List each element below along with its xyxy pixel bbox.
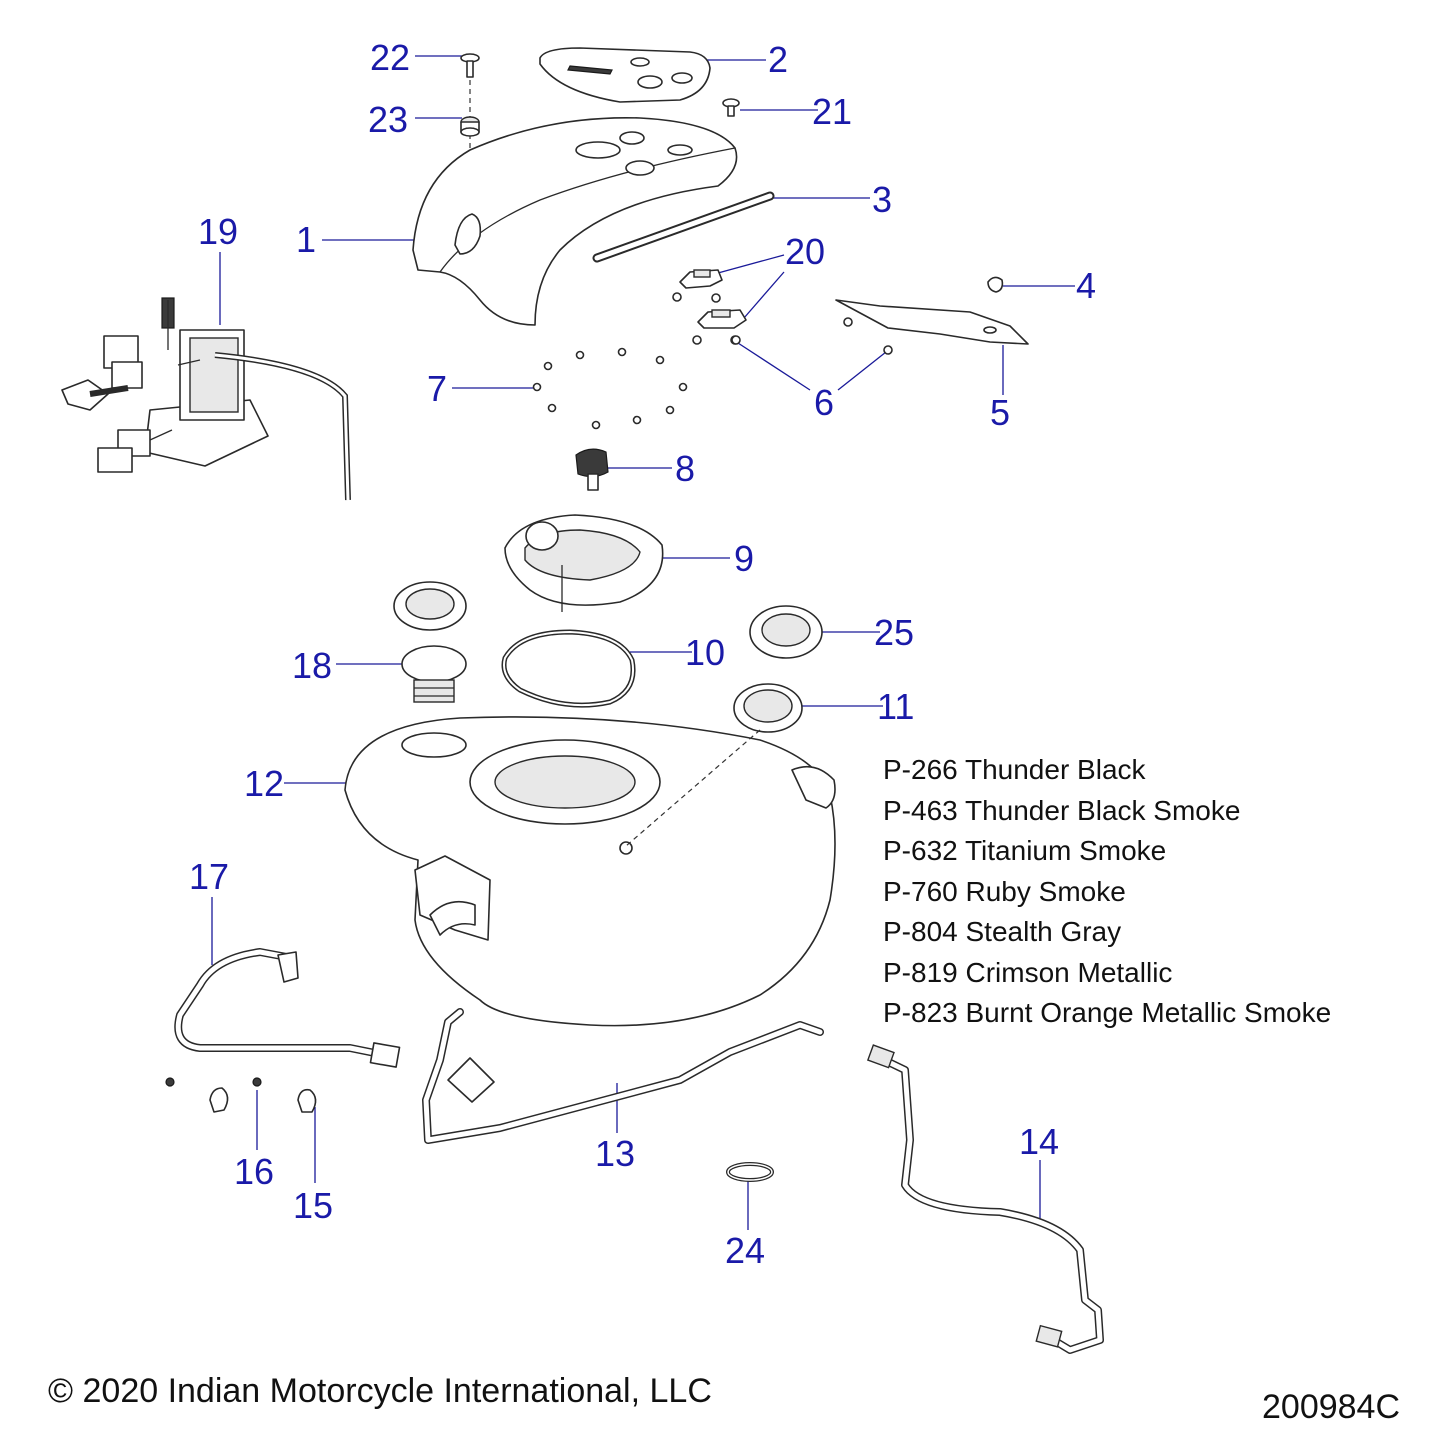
callout-25: 25 — [874, 612, 914, 653]
callout-20: 20 — [785, 231, 825, 272]
callout-13: 13 — [595, 1133, 635, 1174]
paint-code-item: P-823 Burnt Orange Metallic Smoke — [883, 997, 1332, 1028]
callout-6: 6 — [814, 382, 834, 423]
nut-ring-7 — [532, 347, 688, 430]
leader-lines — [211, 55, 1075, 1230]
screw-22 — [460, 53, 480, 78]
fuel-valve-8 — [575, 448, 609, 491]
callout-24: 24 — [725, 1230, 765, 1271]
callout-18: 18 — [292, 645, 332, 686]
callout-12: 12 — [244, 763, 284, 804]
callout-5: 5 — [990, 392, 1010, 433]
copyright-notice: © 2020 Indian Motorcycle International, … — [48, 1372, 712, 1410]
gasket-10 — [501, 629, 636, 708]
screws-6 — [731, 335, 893, 355]
clip-4 — [987, 276, 1004, 293]
grommet-23 — [460, 116, 480, 137]
callout-15: 15 — [293, 1185, 333, 1226]
callout-2: 2 — [768, 39, 788, 80]
pump-flange-9 — [504, 514, 664, 612]
trim-strip-3 — [592, 191, 775, 263]
callout-labels: 1 2 3 4 5 6 7 8 9 10 11 12 13 14 15 16 1… — [189, 37, 1096, 1271]
drawing-number: 200984C — [1262, 1388, 1401, 1426]
tank-console-1 — [412, 116, 738, 326]
callout-9: 9 — [734, 538, 754, 579]
callout-16: 16 — [234, 1151, 274, 1192]
callout-23: 23 — [368, 99, 408, 140]
callout-22: 22 — [370, 37, 410, 78]
callout-14: 14 — [1019, 1121, 1059, 1162]
fuel-cap-18 — [401, 645, 467, 703]
callout-17: 17 — [189, 856, 229, 897]
hose-17 — [174, 948, 401, 1068]
clamps-15 — [209, 1087, 317, 1113]
paint-code-item: P-463 Thunder Black Smoke — [883, 795, 1241, 826]
cap-cover-11 — [733, 683, 803, 733]
callout-1: 1 — [296, 219, 316, 260]
paint-code-item: P-632 Titanium Smoke — [883, 835, 1167, 866]
callout-11: 11 — [877, 686, 914, 727]
bracket-plate-5 — [835, 299, 1029, 345]
callout-8: 8 — [675, 448, 695, 489]
paint-code-item: P-804 Stealth Gray — [883, 916, 1122, 947]
callout-7: 7 — [427, 368, 447, 409]
callout-21: 21 — [812, 91, 852, 132]
clamp-24 — [726, 1162, 774, 1182]
callout-3: 3 — [872, 179, 892, 220]
paint-code-item: P-819 Crimson Metallic — [883, 957, 1173, 988]
callout-4: 4 — [1076, 265, 1096, 306]
fuel-pump-19 — [61, 297, 351, 501]
bracket-20 — [672, 269, 747, 345]
vent-tube-13 — [422, 1008, 824, 1144]
console-badge-2 — [539, 47, 711, 103]
hose-14 — [866, 1044, 1104, 1354]
paint-code-item: P-266 Thunder Black — [883, 754, 1146, 785]
fuel-tank-12 — [344, 716, 836, 1027]
callout-10: 10 — [685, 632, 725, 673]
ring-upper — [393, 581, 467, 631]
screw-21 — [722, 98, 740, 117]
screws-16 — [165, 1077, 262, 1087]
ring-25 — [749, 605, 823, 659]
paint-code-item: P-760 Ruby Smoke — [883, 876, 1126, 907]
callout-19: 19 — [198, 211, 238, 252]
